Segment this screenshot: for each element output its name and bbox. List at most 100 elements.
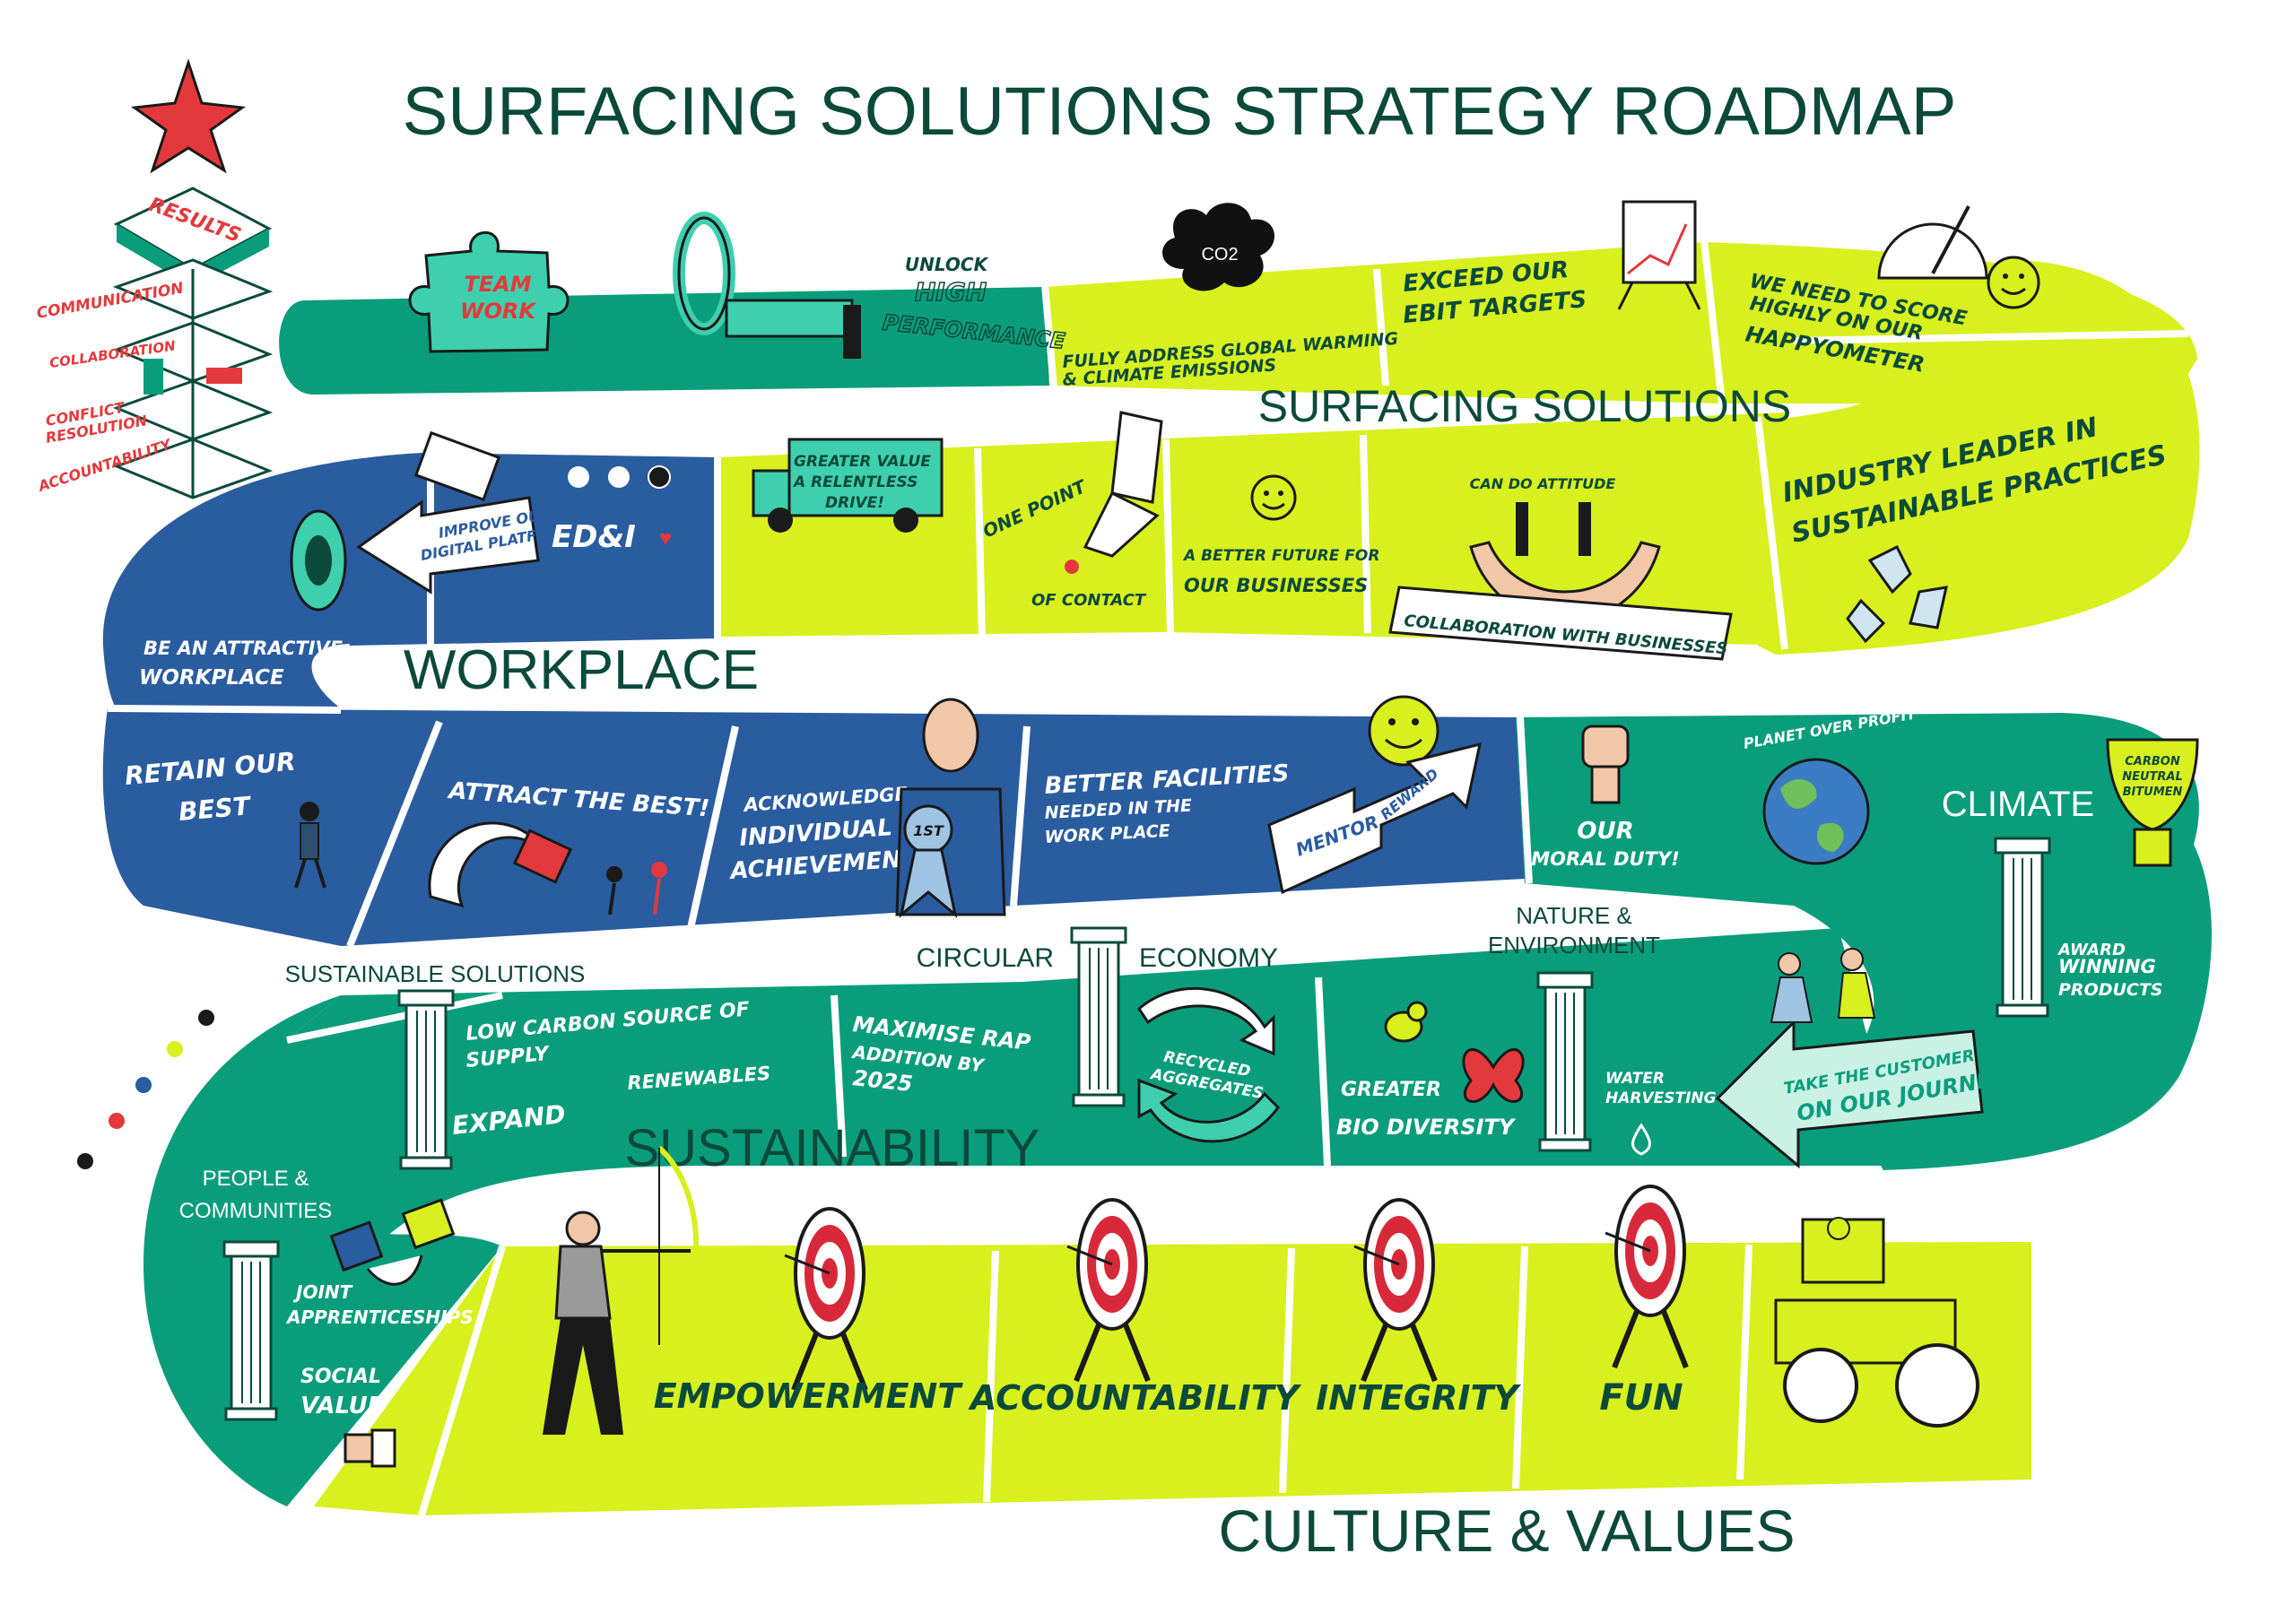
row5-items: PEOPLE & COMMUNITIES JOINT APPRENTICESHI… bbox=[77, 1010, 1979, 1468]
dancing-couple-icon bbox=[1770, 948, 1876, 1023]
water-line1: WATER bbox=[1605, 1070, 1665, 1088]
retain-line2: BEST bbox=[178, 791, 253, 827]
row4-items: SUSTAINABLE SOLUTIONS LOW CARBON SOURCE … bbox=[285, 902, 2011, 1170]
nature-pillar bbox=[1536, 971, 1594, 1152]
maximise-line3: 2025 bbox=[851, 1065, 913, 1097]
butterfly-icon bbox=[1462, 1048, 1525, 1103]
section-climate: CLIMATE bbox=[1942, 785, 2094, 824]
award-line2: WINNING bbox=[2058, 956, 2156, 977]
social-line1: SOCIAL bbox=[300, 1366, 381, 1388]
value-fun: FUN bbox=[1599, 1377, 1683, 1419]
key-icon bbox=[673, 212, 861, 359]
smiley-icon bbox=[1368, 695, 1439, 767]
planet-icon bbox=[1762, 758, 1870, 865]
running-people-icon bbox=[606, 862, 667, 916]
customer-journey-arrow bbox=[1715, 1019, 1984, 1169]
walking-person-icon bbox=[294, 802, 326, 889]
handshake-icon bbox=[329, 1198, 456, 1286]
heart-icon: ♥ bbox=[659, 527, 672, 551]
award-line3: PRODUCTS bbox=[2058, 980, 2163, 1000]
people-line1: PEOPLE & bbox=[203, 1167, 309, 1191]
edi-people-icon bbox=[568, 465, 671, 489]
sun-smiley-icon bbox=[1250, 474, 1297, 521]
circular-label: CIRCULAR bbox=[917, 943, 1054, 973]
apprenticeships-line1: JOINT bbox=[292, 1281, 353, 1303]
ribbon-label: 1ST bbox=[913, 822, 944, 839]
page-title: SURFACING SOLUTIONS STRATEGY ROADMAP bbox=[403, 74, 1957, 150]
puzzle-icon bbox=[408, 230, 570, 353]
pressing-hand-icon bbox=[1065, 411, 1163, 574]
red-star-icon bbox=[130, 58, 247, 174]
attractive-line1: BE AN ATTRACTIVE bbox=[144, 638, 344, 659]
nature-line2: ENVIRONMENT bbox=[1488, 932, 1660, 959]
value-accountability: ACCOUNTABILITY bbox=[968, 1378, 1302, 1418]
climate-pillar bbox=[1994, 837, 2051, 1018]
growth-chart-icon bbox=[1617, 200, 1701, 310]
edi-label: ED&I bbox=[552, 519, 636, 555]
trophy-line3: BITUMEN bbox=[2123, 785, 2183, 799]
water-drop-icon bbox=[1631, 1123, 1651, 1156]
social-line2: VALUE bbox=[300, 1393, 384, 1419]
circular-economy-pillar bbox=[1070, 926, 1127, 1107]
people-line2: COMMUNITIES bbox=[179, 1199, 333, 1223]
team-work-line2: WORK bbox=[460, 299, 537, 324]
row1-items: TEAM WORK UNLOCK HIGH PERFORMANCE CO2 FU… bbox=[408, 200, 2040, 390]
road-roller-icon bbox=[1774, 1217, 1979, 1428]
magnet-icon bbox=[428, 821, 573, 908]
laptop-icon bbox=[413, 430, 501, 502]
section-workplace: WORKPLACE bbox=[404, 639, 759, 701]
trophy-icon: CARBON NEUTRAL BITUMEN bbox=[2106, 738, 2199, 867]
road-bend-right-top bbox=[1758, 260, 2200, 655]
award-line1: AWARD bbox=[2057, 941, 2126, 959]
greater-value-line2: A RELENTLESS bbox=[792, 473, 918, 491]
bird-icon bbox=[1384, 1001, 1428, 1043]
digital-platform-arrow bbox=[356, 496, 540, 595]
crowd-icon bbox=[77, 1010, 214, 1169]
greater-value-line3: DRIVE! bbox=[825, 494, 884, 512]
water-line2: HARVESTING bbox=[1605, 1089, 1717, 1107]
collaboration-banner bbox=[1388, 586, 1733, 661]
value-empowerment: EMPOWERMENT bbox=[654, 1376, 964, 1416]
target-wheel-icon bbox=[290, 509, 347, 612]
road-tile-separators bbox=[107, 239, 2189, 1517]
nature-line1: NATURE & bbox=[1516, 902, 1632, 929]
unlock-line1: UNLOCK bbox=[905, 254, 989, 275]
sustainable-solutions-label: SUSTAINABLE SOLUTIONS bbox=[285, 960, 586, 987]
mentor-reward-arrow bbox=[1267, 742, 1482, 895]
road-row5-lime bbox=[314, 1242, 2031, 1515]
attractive-line2: WORKPLACE bbox=[139, 666, 284, 690]
gauge-icon bbox=[1877, 205, 1988, 280]
results-stack: RESULTS COMMUNICATION COLLABORATION CONF… bbox=[34, 58, 274, 499]
value-integrity: INTEGRITY bbox=[1316, 1378, 1521, 1418]
moral-duty-line2: MORAL DUTY! bbox=[1531, 848, 1679, 870]
greater-value-line1: GREATER VALUE bbox=[794, 453, 931, 471]
can-do-label: CAN DO ATTITUDE bbox=[1470, 475, 1616, 492]
apprenticeships-line2: APPRENTICESHIPS bbox=[285, 1306, 474, 1328]
archer-icon bbox=[543, 1145, 700, 1435]
ribbon-icon: 1ST bbox=[899, 804, 958, 918]
trophy-line2: NEUTRAL bbox=[2122, 770, 2183, 784]
recycled-arrows-icon bbox=[1137, 986, 1280, 1143]
road-bend-left bbox=[102, 453, 430, 717]
biodiversity-line1: GREATER bbox=[1341, 1079, 1441, 1101]
biodiversity-line2: BIO DIVERSITY bbox=[1336, 1115, 1517, 1140]
one-point-line2: OF CONTACT bbox=[1031, 591, 1147, 610]
co2-cloud-icon: CO2 bbox=[1162, 203, 1275, 291]
smiley-sun-icon bbox=[1987, 256, 2040, 309]
better-future-line2: OUR BUSINESSES bbox=[1184, 575, 1368, 596]
thumbs-up-icon bbox=[344, 1428, 396, 1468]
section-culture-values: CULTURE & VALUES bbox=[1218, 1497, 1795, 1564]
section-sustainability: SUSTAINABILITY bbox=[624, 1119, 1039, 1177]
better-future-line1: A BETTER FUTURE FOR bbox=[1182, 547, 1379, 565]
section-surfacing-solutions: SURFACING SOLUTIONS bbox=[1258, 381, 1792, 431]
people-pillar bbox=[222, 1240, 280, 1421]
unlock-line2: HIGH bbox=[915, 277, 987, 307]
trophy-line1: CARBON bbox=[2125, 755, 2180, 768]
recycle-icon bbox=[1846, 544, 1948, 644]
moral-duty-line1: OUR bbox=[1577, 818, 1633, 845]
van-icon bbox=[752, 438, 944, 533]
economy-label: ECONOMY bbox=[1139, 943, 1278, 973]
co2-label: CO2 bbox=[1201, 245, 1238, 265]
sustainable-solutions-pillar bbox=[397, 989, 455, 1170]
